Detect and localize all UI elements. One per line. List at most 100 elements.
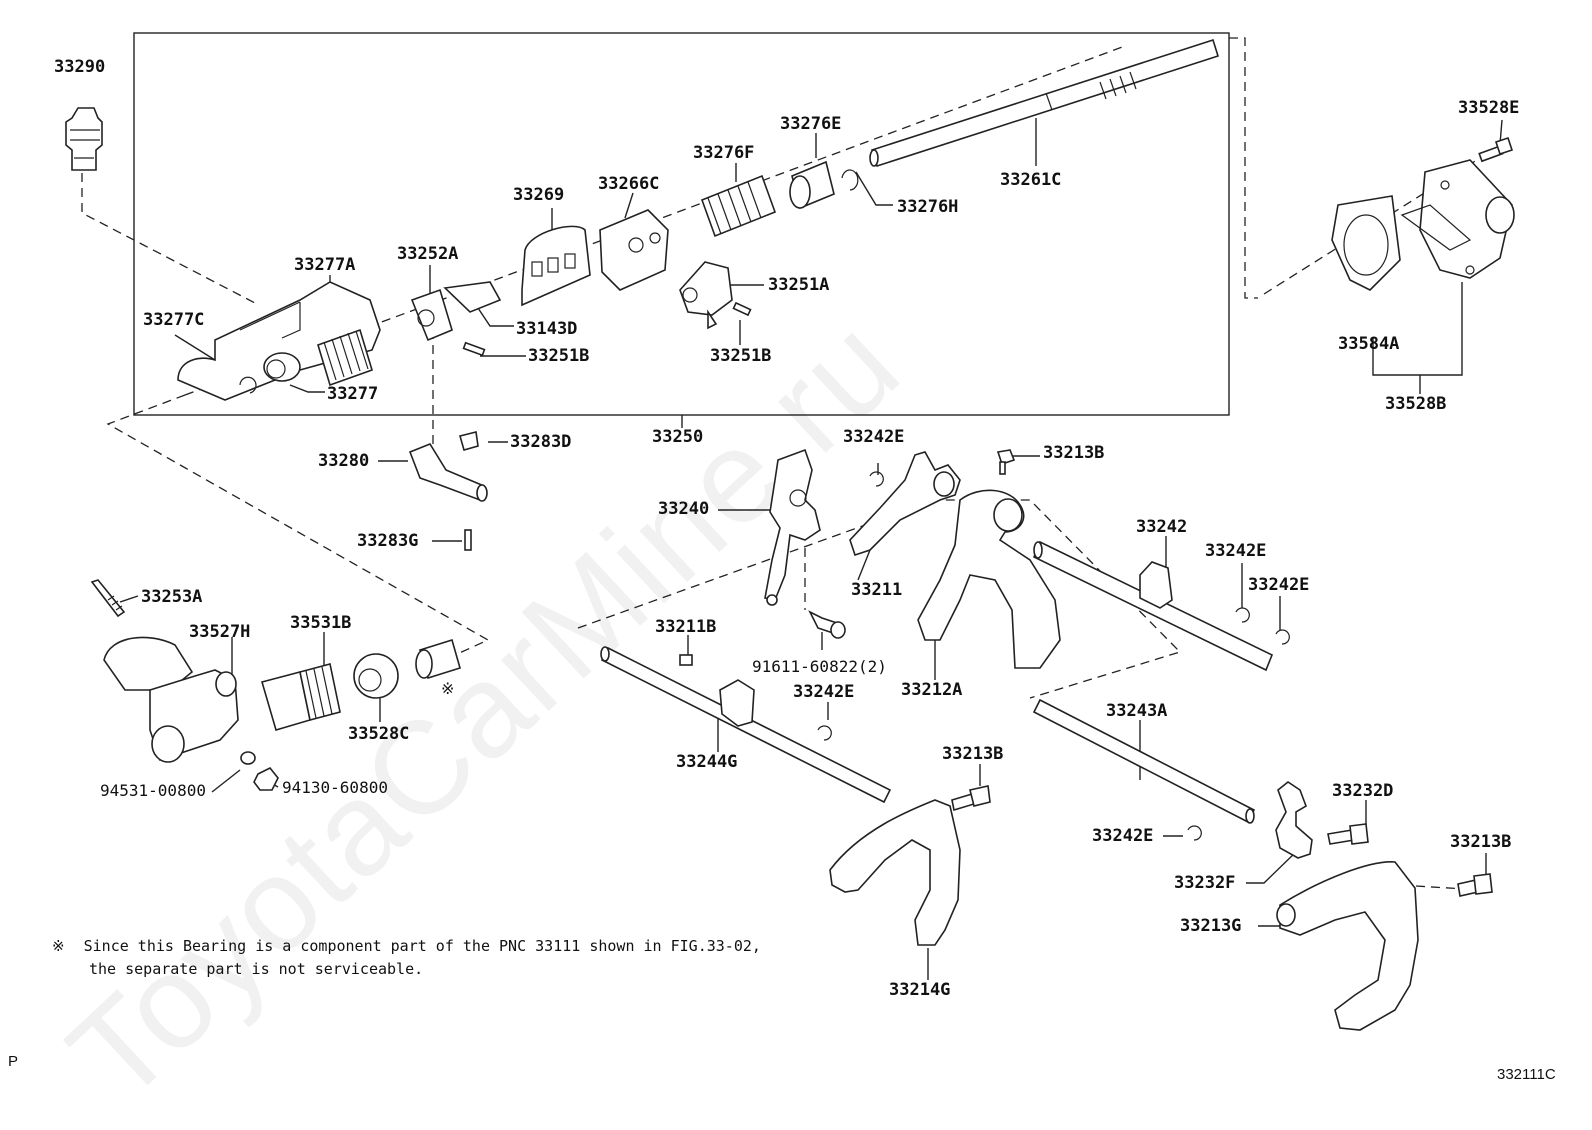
bolt-33528E [1478,136,1514,163]
snapring-33276H [841,169,859,191]
label-33213B-a: 33213B [1043,443,1105,463]
shaft-33244G [600,646,892,804]
snap-33242E-b [817,725,832,741]
bushing-33276E [789,160,835,210]
label-33242E-a: 33242E [843,427,905,447]
label-33276F: 33276F [693,143,755,163]
label-33213B-c: 33213B [1450,832,1512,852]
label-33242E-c: 33242E [1205,541,1267,561]
label-33277A: 33277A [294,255,356,275]
parts-diagram [65,32,1515,1031]
leader-lines [119,118,1503,980]
shaft-33242 [1032,540,1274,672]
label-33242E-e: 33242E [1092,826,1154,846]
label-33243A: 33243A [1106,701,1168,721]
label-33244G: 33244G [676,752,738,772]
label-33276H: 33276H [897,197,959,217]
figure-code: 332111C [1497,1066,1556,1083]
bolt-33253A [90,579,126,618]
label-33251A: 33251A [768,275,830,295]
fork-33214G [829,799,961,946]
label-33269: 33269 [513,185,565,205]
key-33211B [679,654,693,666]
spring-33276F [700,174,777,238]
bushing-33277 [263,352,301,382]
gasket-33584A [1331,195,1401,291]
label-33527H: 33527H [189,622,251,642]
label-94531-00800: 94531-00800 [100,781,206,800]
label-33266C: 33266C [598,174,660,194]
label-33253A: 33253A [141,587,203,607]
pin-33251B-b [732,301,752,317]
fork-33213G [1276,861,1419,1031]
weight-lever-33527H [103,636,239,763]
label-33211B: 33211B [655,617,717,637]
label-33252A: 33252A [397,244,459,264]
label-33528E: 33528E [1458,98,1520,118]
bolt-33232D [1327,823,1369,845]
bearing-not-serviceable [415,638,461,680]
label-33242E-b: 33242E [793,682,855,702]
bolt-91611 [808,610,846,639]
lever-33251A [679,261,733,330]
snap-33242E-d [1275,629,1290,645]
shift-shaft-33261C [869,38,1220,168]
label-91611-60822: 91611-60822(2) [752,657,887,676]
cover-33528B [1400,159,1515,279]
label-33242E-d: 33242E [1248,575,1310,595]
bolt-33213B-c [1457,873,1493,897]
label-33232D: 33232D [1332,781,1394,801]
lever-33240 [764,448,821,606]
lever-33252A [410,288,453,342]
housing-33531B [261,663,341,731]
label-33251B-b: 33251B [710,346,772,366]
spring-33277A [317,328,373,387]
label-33283D: 33283D [510,432,572,452]
label-33250: 33250 [652,427,704,447]
washer-94531 [240,751,256,765]
snap-33242E-e [1187,825,1202,841]
label-33232F: 33232F [1174,873,1236,893]
label-33214G: 33214G [889,980,951,1000]
switch-33290 [65,107,103,171]
label-33212A: 33212A [901,680,963,700]
label-33240: 33240 [658,499,710,519]
label-33584A: 33584A [1338,334,1400,354]
label-33528C: 33528C [348,724,410,744]
label-33261C: 33261C [1000,170,1062,190]
footnote-line-2: the separate part is not serviceable. [89,960,424,978]
label-33251B-a: 33251B [528,346,590,366]
label-33242: 33242 [1136,517,1188,537]
bolt-33213B-a [996,449,1016,475]
plate-33143D [443,281,502,313]
label-33277: 33277 [327,384,379,404]
snap-33242E-c [1235,607,1250,623]
pin-33251B-a [462,341,486,357]
label-33531B: 33531B [290,613,352,633]
corner-letter: P [8,1053,19,1070]
label-33290: 33290 [54,57,106,77]
plate-33269 [521,225,591,307]
bolt-33213B-b [951,785,991,812]
label-33283G: 33283G [357,531,419,551]
label-94130-60800: 94130-60800 [282,778,388,797]
shaft-33280 [408,443,488,502]
plug-33283D [459,431,479,451]
label-33213G: 33213G [1180,916,1242,936]
block-33266C [599,209,669,291]
bearing-33528C [353,653,399,699]
pin-33283G [464,529,472,551]
footnote: ※ Since this Bearing is a component part… [52,935,761,981]
label-33143D: 33143D [516,319,578,339]
label-star-mark: ※ [441,679,455,698]
fork-33212A [917,489,1061,669]
footnote-line-1: Since this Bearing is a component part o… [83,937,761,955]
label-33211: 33211 [851,580,903,600]
snap-33242E-a [869,471,884,487]
label-33276E: 33276E [780,114,842,134]
nut-94130 [253,766,279,791]
fork-33211 [849,451,961,557]
lever-33232F [1275,781,1313,859]
label-33280: 33280 [318,451,370,471]
shaft-33243A [1032,698,1256,824]
